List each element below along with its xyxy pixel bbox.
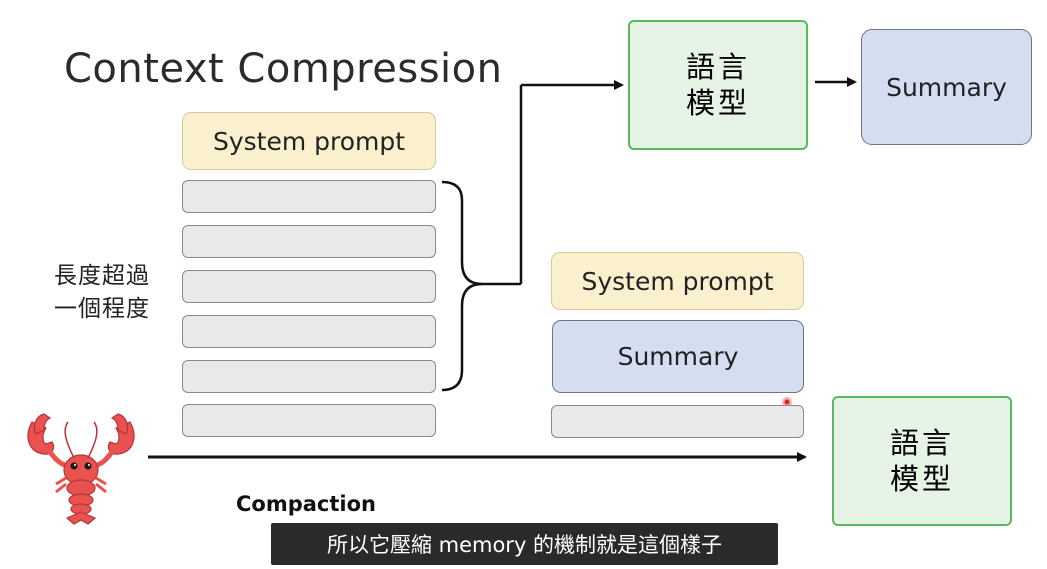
curly-brace	[441, 180, 483, 392]
top-model-label-line1: 語言	[685, 50, 750, 84]
diagram-title: Context Compression	[64, 46, 503, 92]
left-context-slot	[182, 315, 436, 348]
compaction-label: Compaction	[236, 492, 376, 516]
left-context-slot	[182, 404, 436, 437]
left-context-slot	[182, 360, 436, 393]
length-exceeded-label-line1: 長度超過	[54, 263, 150, 289]
right-summary-box: Summary	[552, 320, 804, 393]
lobster-icon	[27, 413, 135, 525]
bottom-model-label-line2: 模型	[889, 462, 954, 496]
top-language-model-box: 語言 模型	[628, 20, 808, 150]
length-exceeded-label: 長度超過 一個程度	[54, 260, 150, 326]
right-context-slot	[551, 405, 804, 438]
video-subtitle: 所以它壓縮 memory 的機制就是這個樣子	[271, 523, 778, 565]
right-system-prompt-box: System prompt	[551, 252, 804, 310]
left-context-slot	[182, 180, 436, 213]
length-exceeded-label-line2: 一個程度	[54, 296, 150, 322]
cursor-dot-icon	[782, 397, 792, 407]
bottom-language-model-box: 語言 模型	[832, 396, 1012, 526]
left-context-slot	[182, 225, 436, 258]
left-system-prompt-box: System prompt	[182, 112, 436, 170]
top-summary-box: Summary	[861, 29, 1032, 145]
left-context-slot	[182, 270, 436, 303]
top-model-label-line2: 模型	[685, 86, 750, 120]
bottom-model-label-line1: 語言	[889, 426, 954, 460]
